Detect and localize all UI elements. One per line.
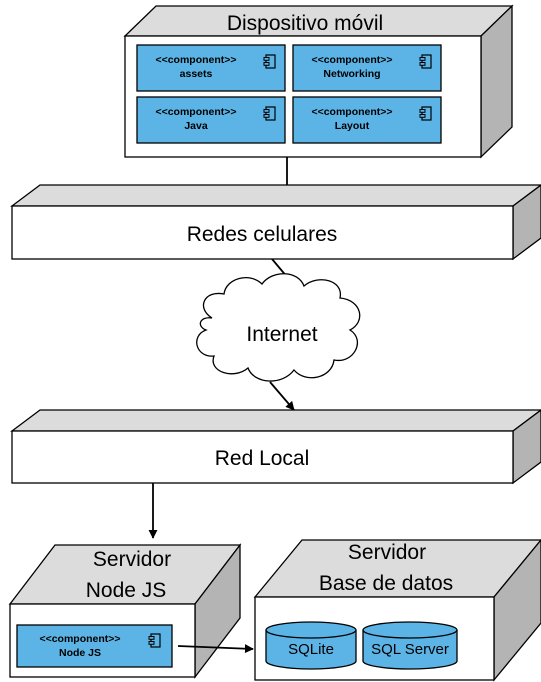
cellular-node-top bbox=[10, 184, 541, 207]
component-name: Java bbox=[184, 120, 208, 132]
mobile-device-node: Dispositivo móvil <<component>> assets <… bbox=[123, 4, 514, 159]
local-node-face bbox=[11, 430, 514, 484]
mobile-node-title: Dispositivo móvil bbox=[227, 12, 383, 35]
cellular-network-node: Redes celulares bbox=[10, 184, 541, 261]
arrow-internet-to-local bbox=[269, 381, 295, 411]
local-node-label: Red Local bbox=[215, 447, 310, 470]
component-node-js: <<component>> Node JS bbox=[16, 624, 173, 668]
component-networking: <<component>> Networking bbox=[292, 44, 442, 92]
arrow-node-to-database bbox=[177, 644, 254, 654]
component-stereotype: <<component>> bbox=[311, 106, 392, 118]
node-server-title-line1: Servidor bbox=[93, 548, 171, 571]
component-name: Layout bbox=[335, 120, 370, 132]
cloud-shape bbox=[196, 273, 361, 382]
local-node-top bbox=[10, 409, 541, 432]
database-label: SQL Server bbox=[371, 641, 449, 658]
component-name: assets bbox=[180, 68, 213, 80]
internet-label: Internet bbox=[246, 323, 317, 346]
component-stereotype: <<component>> bbox=[155, 106, 236, 118]
component-stereotype: <<component>> bbox=[311, 54, 392, 66]
database-sqlite: SQLite bbox=[265, 621, 357, 670]
db-server-title-line1: Servidor bbox=[348, 541, 426, 564]
component-java: <<component>> Java bbox=[136, 96, 286, 144]
cellular-node-face bbox=[11, 205, 514, 260]
database-sql-server: SQL Server bbox=[362, 621, 458, 670]
component-assets: <<component>> assets bbox=[136, 44, 286, 92]
local-network-node: Red Local bbox=[10, 409, 541, 485]
component-layout: <<component>> Layout bbox=[292, 96, 442, 144]
db-server-title-line2: Base de datos bbox=[319, 572, 453, 595]
cellular-node-label: Redes celulares bbox=[187, 223, 338, 246]
database-server-node: Servidor Base de datos SQLite SQL Server bbox=[253, 538, 541, 682]
component-name: Node JS bbox=[59, 647, 101, 659]
component-stereotype: <<component>> bbox=[39, 633, 120, 645]
node-server-title-line2: Node JS bbox=[86, 579, 167, 602]
node-js-server-node: Servidor Node JS <<component>> Node JS bbox=[8, 543, 242, 679]
component-stereotype: <<component>> bbox=[155, 54, 236, 66]
internet-cloud: Internet bbox=[196, 273, 361, 382]
database-label: SQLite bbox=[288, 641, 334, 658]
component-name: Networking bbox=[323, 68, 380, 80]
